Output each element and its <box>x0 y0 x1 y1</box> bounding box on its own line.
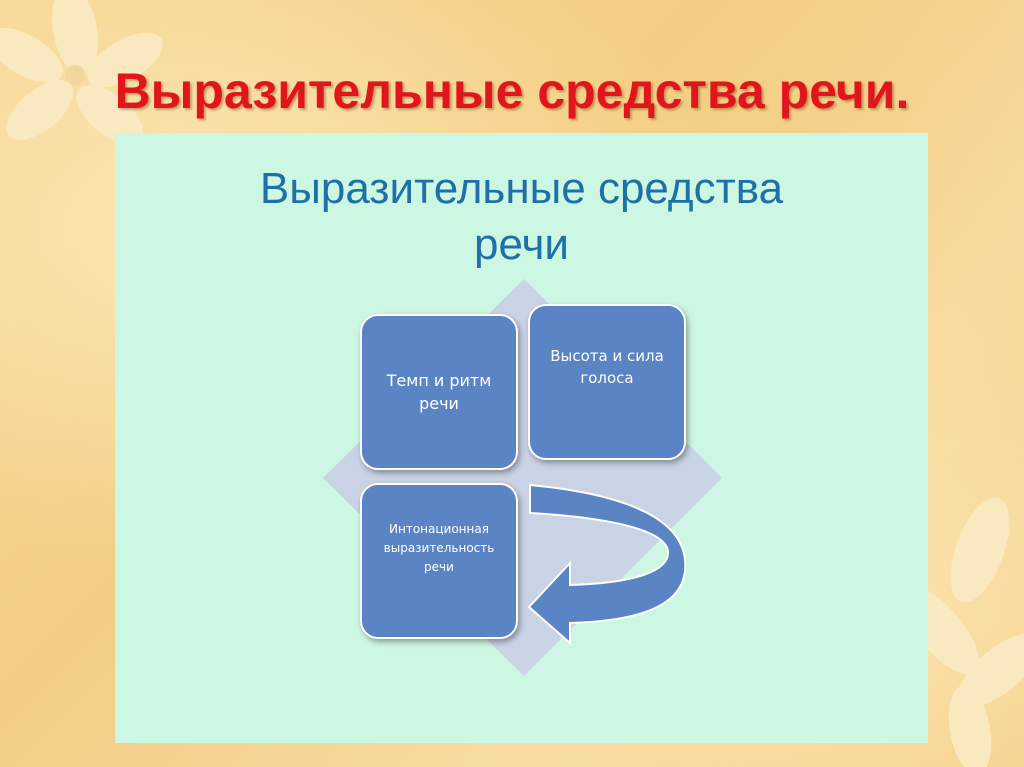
diagram-graphics <box>323 279 722 676</box>
diagram-title-line1: Выразительные средства <box>259 164 784 213</box>
node-tempo-rhythm: Темп и ритм речи <box>360 314 518 470</box>
diagram-title-line2: речи <box>474 220 569 269</box>
cycle-arrow <box>527 483 687 646</box>
flower-decoration-top-left <box>0 0 163 145</box>
node-intonation: Интонационная выразительность речи <box>360 483 518 639</box>
slide-title: Выразительные средства речи. <box>114 63 910 119</box>
diagram-panel: Выразительные средства речи Темп и ритм … <box>115 133 928 743</box>
diagram-title: Выразительные средства речи <box>115 161 928 273</box>
node-pitch-volume: Высота и сила голоса <box>528 304 686 460</box>
